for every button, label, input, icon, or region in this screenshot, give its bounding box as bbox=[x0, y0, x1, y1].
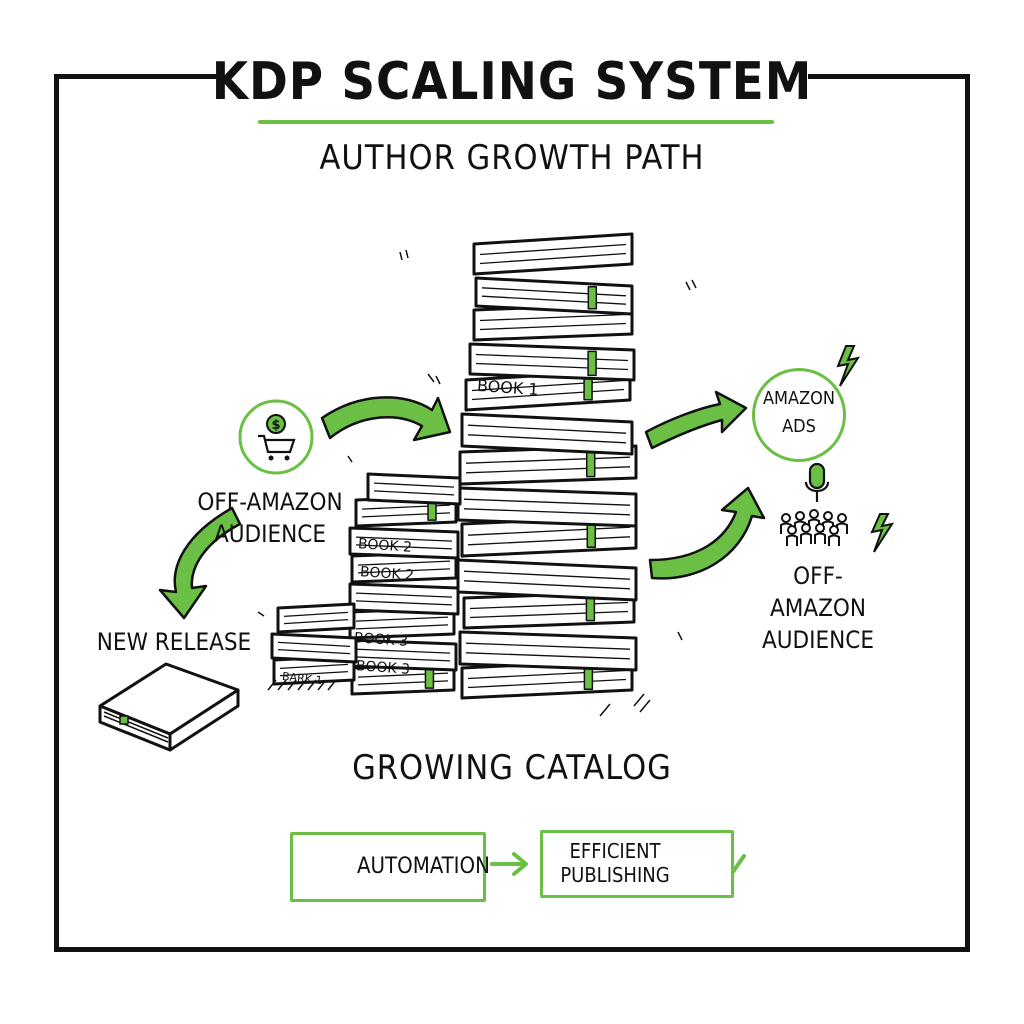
arrow-to-audience bbox=[648, 486, 766, 580]
off-amazon-audience-left: OFF-AMAZON AUDIENCE bbox=[190, 486, 350, 550]
arrow-to-stack bbox=[320, 396, 452, 442]
lightning-icon bbox=[836, 345, 861, 387]
book-icon bbox=[98, 662, 240, 752]
person-body bbox=[800, 532, 812, 544]
frame-top-right bbox=[808, 74, 970, 79]
workflow-arrow bbox=[490, 852, 528, 876]
person-body bbox=[828, 534, 840, 546]
person-head bbox=[837, 513, 847, 523]
stacked-book bbox=[468, 342, 636, 382]
growing-catalog-label: GROWING CATALOG bbox=[352, 748, 672, 788]
off-amazon-audience-right: OFF-AMAZON AUDIENCE bbox=[748, 560, 888, 656]
stacked-book bbox=[348, 582, 460, 616]
efficient-line-1: EFFICIENT bbox=[569, 839, 661, 863]
person-body bbox=[836, 522, 848, 534]
page-title: KDP SCALING SYSTEM bbox=[211, 52, 813, 112]
person-head bbox=[787, 525, 797, 535]
person-body bbox=[814, 532, 826, 544]
person-head bbox=[809, 509, 819, 519]
frame-right bbox=[965, 74, 970, 952]
efficient-line-2: PUBLISHING bbox=[560, 863, 670, 887]
audience-line-2: AUDIENCE bbox=[761, 626, 875, 654]
stacked-book bbox=[472, 232, 634, 276]
stacked-book bbox=[350, 662, 456, 696]
ads-line-2: ADS bbox=[782, 416, 816, 437]
stacked-book bbox=[474, 276, 634, 316]
crowd-icon bbox=[780, 509, 848, 546]
stacked-book bbox=[348, 526, 460, 560]
stacked-book bbox=[270, 632, 358, 664]
person-head bbox=[795, 511, 805, 521]
efficient-publishing-box: EFFICIENT PUBLISHING bbox=[540, 830, 734, 898]
lightning-icon bbox=[870, 513, 895, 553]
person-head bbox=[829, 525, 839, 535]
stacked-book bbox=[456, 558, 638, 602]
audience-line-2: AUDIENCE bbox=[213, 520, 327, 548]
book-stacks bbox=[270, 232, 638, 700]
floor-hatching bbox=[267, 679, 651, 717]
arrow-to-ads bbox=[644, 390, 748, 450]
stacked-book bbox=[346, 638, 458, 672]
new-release-label: NEW RELEASE bbox=[96, 628, 252, 656]
microphone-icon bbox=[804, 462, 830, 502]
person-head bbox=[823, 511, 833, 521]
svg-text:$: $ bbox=[271, 418, 280, 433]
page-subtitle: AUTHOR GROWTH PATH bbox=[319, 138, 705, 178]
amazon-ads-badge: AMAZON ADS bbox=[752, 368, 846, 462]
person-head bbox=[781, 513, 791, 523]
title-underline bbox=[258, 120, 774, 124]
stacked-book bbox=[460, 412, 634, 456]
stacked-book bbox=[276, 602, 356, 634]
person-body bbox=[786, 534, 798, 546]
audience-line-1: OFF-AMAZON bbox=[197, 488, 343, 516]
arrow-to-new-release bbox=[158, 506, 242, 620]
frame-bottom bbox=[54, 947, 970, 952]
audience-line-1: OFF-AMAZON bbox=[769, 562, 867, 622]
stacked-book bbox=[458, 630, 638, 672]
stacked-book bbox=[456, 486, 638, 528]
automation-box: AUTOMATION bbox=[290, 832, 490, 902]
person-head bbox=[815, 523, 825, 533]
motion-marks bbox=[257, 249, 697, 641]
stacked-book bbox=[366, 472, 462, 506]
person-head bbox=[801, 523, 811, 533]
automation-label: AUTOMATION bbox=[357, 854, 490, 879]
frame-left bbox=[54, 74, 59, 952]
frame-top-left bbox=[54, 74, 222, 79]
ads-line-1: AMAZON bbox=[762, 388, 836, 409]
money-cart-icon: $ bbox=[238, 399, 314, 475]
stacked-book bbox=[464, 368, 632, 412]
